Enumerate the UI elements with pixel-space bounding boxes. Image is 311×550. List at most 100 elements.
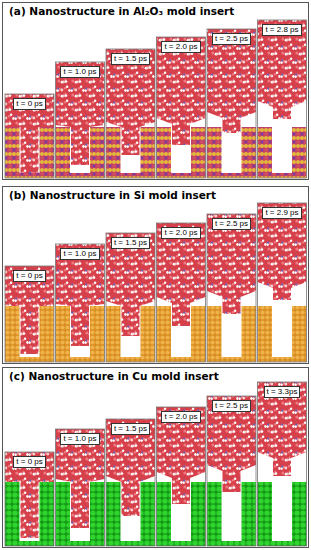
time-label: t = 1.5 ps [112,238,149,248]
time-label-box: t = 2.5 ps [212,33,251,45]
time-label: t = 1.0 ps [61,67,98,77]
snapshot-ground [106,419,155,546]
time-label: t = 2.5 ps [213,401,250,411]
snapshot-ground [207,29,256,178]
snapshot-ground [207,396,256,546]
snapshot-ground [5,94,54,178]
time-label-box: t = 1.0 ps [60,66,99,78]
snapshot-ground [106,233,155,362]
time-label: t = 1.0 ps [61,434,98,444]
time-label: t = 1.5 ps [112,424,149,434]
time-label-box: t = 0 ps [13,456,45,468]
time-label: t = 2.8 ps [263,25,300,35]
time-label-box: t = 2.9 ps [262,207,301,219]
polymer-nanostructure [207,214,256,314]
polymer-nanostructure [258,382,307,476]
snapshot-frame [207,396,256,546]
time-label: t = 2.9 ps [263,208,300,218]
snapshot-ground [5,452,54,546]
polymer-nanostructure [258,20,307,119]
time-label-box: t = 0 ps [13,270,45,282]
snapshot-ground [258,20,307,178]
polymer-nanostructure [106,233,155,336]
time-label: t = 2.0 ps [162,412,199,422]
polymer-nanostructure [56,244,105,346]
time-label-box: t = 2.0 ps [161,411,200,423]
time-label: t = 2.5 ps [213,34,250,44]
time-label-box: t = 2.5 ps [212,400,251,412]
time-label-box: t = 1.0 ps [60,433,99,445]
polymer-nanostructure [258,203,307,300]
polymer-nanostructure [207,29,256,133]
polymer-nanostructure [56,429,105,528]
snapshot-frame [106,419,155,546]
polymer-nanostructure [106,419,155,516]
snapshot-frame [258,203,307,362]
time-label: t = 0 ps [14,457,44,467]
time-label-box: t = 1.5 ps [111,53,150,65]
snapshot-frame [258,382,307,546]
time-label: t = 2.0 ps [162,42,199,52]
snapshot-frame [157,223,206,362]
polymer-nanostructure [5,452,54,538]
mold-insert [207,127,256,178]
snapshot-frame [207,29,256,178]
snapshot-ground [157,407,206,546]
mold-insert [207,306,256,362]
polymer-nanostructure [106,49,155,155]
mold-cavity [272,127,292,173]
polymer-nanostructure [56,62,105,165]
snapshot-ground [56,429,105,546]
snapshot-frame [5,266,54,362]
snapshot-ground [207,214,256,362]
mold-insert [258,482,307,546]
panel-frame: (c) Nanostructure in Cu mold insert t = 0… [2,367,309,548]
time-label-box: t = 2.8 ps [262,24,301,36]
time-label: t = 2.5 ps [213,219,250,229]
polymer-nanostructure [5,266,54,354]
polymer-nanostructure [157,407,206,504]
snapshot-ground [258,382,307,546]
snapshot-ground [5,266,54,362]
polymer-nanostructure [5,94,54,173]
panel-frame: (b) Nanostructure in Si mold insert t = 0… [2,186,309,364]
time-label-box: t = 2.0 ps [161,41,200,53]
time-label-box: t = 2.0 ps [161,227,200,239]
time-label: t = 1.0 ps [61,249,98,259]
mold-cavity [272,306,292,357]
panel-title: (c) Nanostructure in Cu mold insert [9,370,219,383]
time-label: t = 3.3ps [265,387,300,397]
polymer-nanostructure [157,37,206,145]
time-label: t = 0 ps [14,271,44,281]
polymer-nanostructure [207,396,256,492]
mold-insert [258,127,307,178]
time-label-box: t = 1.0 ps [60,248,99,260]
mold-insert [258,306,307,362]
time-label: t = 2.0 ps [162,228,199,238]
snapshot-frame [157,407,206,546]
snapshot-frame [258,20,307,178]
time-label-box: t = 3.3ps [264,386,301,398]
snapshot-frame [56,244,105,362]
time-label-box: t = 0 ps [13,98,45,110]
snapshot-ground [56,244,105,362]
time-label: t = 0 ps [14,99,44,109]
snapshot-frame [106,233,155,362]
snapshot-ground [56,62,105,178]
panel-frame: (a) Nanostructure in Al₂O₃ mold insertt … [2,2,309,180]
time-label: t = 1.5 ps [112,54,149,64]
snapshot-frame [106,49,155,178]
snapshot-ground [157,37,206,178]
panel-title: (b) Nanostructure in Si mold insert [9,189,216,202]
snapshot-frame [5,94,54,178]
snapshot-frame [5,452,54,546]
snapshot-frame [56,429,105,546]
snapshot-frame [157,37,206,178]
time-label-box: t = 1.5 ps [111,423,150,435]
snapshot-frame [207,214,256,362]
snapshot-ground [157,223,206,362]
snapshot-frame [56,62,105,178]
mold-cavity [222,127,242,173]
